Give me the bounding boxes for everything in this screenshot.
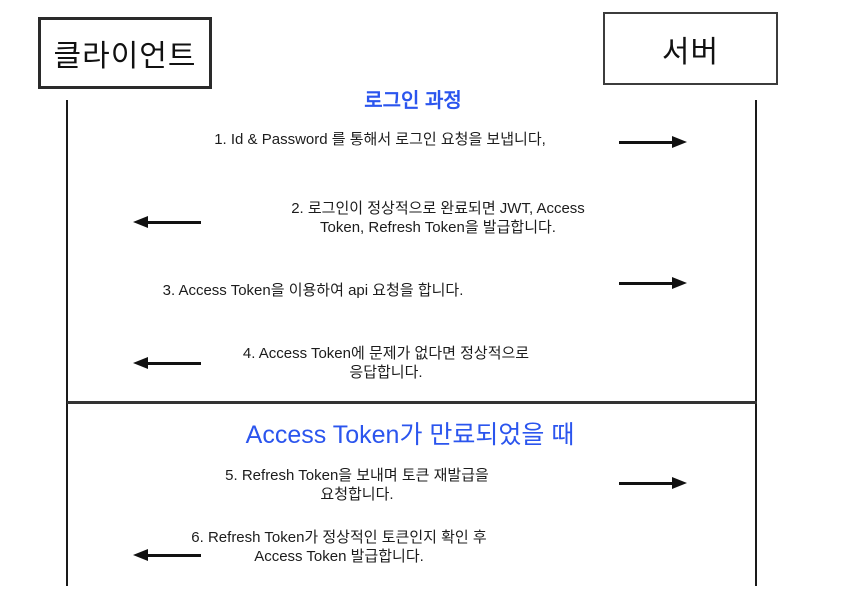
arrow-shaft bbox=[619, 282, 674, 285]
arrow-head-icon bbox=[133, 216, 148, 228]
message-2-line-2: Token, Refresh Token을 발급합니다. bbox=[320, 219, 556, 236]
section-title-login: 로그인 과정 bbox=[364, 90, 462, 112]
arrow-head-icon bbox=[672, 277, 687, 289]
message-2-line-1: 2. 로그인이 정상적으로 완료되면 JWT, Access bbox=[291, 200, 585, 217]
arrow-head-icon bbox=[672, 136, 687, 148]
arrow-head-icon bbox=[133, 357, 148, 369]
message-4-line-1: 4. Access Token에 문제가 없다면 정상적으로 bbox=[242, 345, 530, 362]
actor-box-client: 클라이언트 bbox=[38, 17, 212, 89]
message-4-line-2: 응답합니다. bbox=[349, 364, 423, 381]
message-5-line-2: 요청합니다. bbox=[320, 486, 394, 503]
actor-client-label: 클라이언트 bbox=[53, 40, 197, 73]
actor-server-label: 서버 bbox=[661, 35, 720, 69]
client-lifeline bbox=[66, 100, 68, 586]
arrow-right-message-5 bbox=[619, 476, 687, 490]
section-title-token-expired: Access Token가 만료되었을 때 bbox=[245, 421, 575, 449]
actor-box-server: 서버 bbox=[603, 12, 778, 85]
message-6-line-1: 6. Refresh Token가 정상적인 토큰인지 확인 후 bbox=[191, 529, 487, 546]
arrow-shaft bbox=[146, 221, 201, 224]
arrow-shaft bbox=[619, 141, 674, 144]
message-6-label: 6. Refresh Token가 정상적인 토큰인지 확인 후 Access … bbox=[189, 528, 489, 566]
message-5-line-1: 5. Refresh Token을 보내며 토큰 재발급을 bbox=[225, 467, 489, 484]
message-5-label: 5. Refresh Token을 보내며 토큰 재발급을 요청합니다. bbox=[207, 466, 507, 504]
arrow-shaft bbox=[146, 362, 201, 365]
section-divider-line bbox=[67, 401, 757, 404]
message-4-label: 4. Access Token에 문제가 없다면 정상적으로 응답합니다. bbox=[236, 344, 536, 382]
arrow-left-message-6 bbox=[133, 548, 201, 562]
arrow-left-message-2 bbox=[133, 215, 201, 229]
server-lifeline bbox=[755, 100, 757, 586]
arrow-shaft bbox=[619, 482, 674, 485]
arrow-left-message-4 bbox=[133, 356, 201, 370]
arrow-shaft bbox=[146, 554, 201, 557]
arrow-right-message-3 bbox=[619, 276, 687, 290]
message-1-line-1: 1. Id & Password 를 통해서 로그인 요청을 보냅니다, bbox=[214, 131, 546, 148]
arrow-right-message-1 bbox=[619, 135, 687, 149]
arrow-head-icon bbox=[133, 549, 148, 561]
message-3-line-1: 3. Access Token을 이용하여 api 요청을 합니다. bbox=[162, 282, 464, 299]
message-2-label: 2. 로그인이 정상적으로 완료되면 JWT, Access Token, Re… bbox=[288, 199, 588, 237]
message-1-label: 1. Id & Password 를 통해서 로그인 요청을 보냅니다, bbox=[160, 130, 600, 149]
arrow-head-icon bbox=[672, 477, 687, 489]
message-6-line-2: Access Token 발급합니다. bbox=[254, 548, 424, 565]
message-3-label: 3. Access Token을 이용하여 api 요청을 합니다. bbox=[123, 281, 503, 300]
